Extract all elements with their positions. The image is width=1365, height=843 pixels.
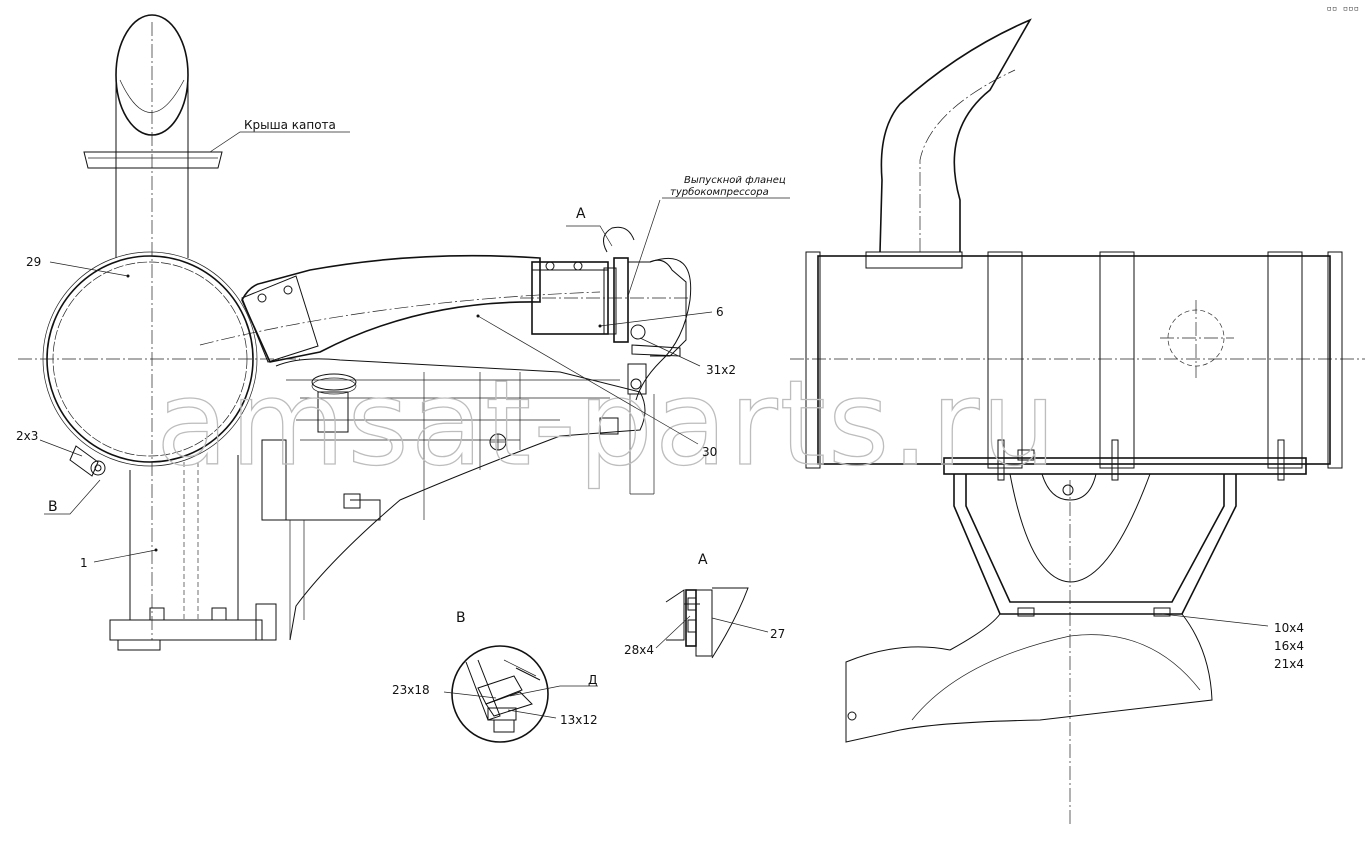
- label-31x2: 31х2: [706, 363, 736, 377]
- label-d: Д: [588, 673, 597, 687]
- label-28x4: 28х4: [624, 643, 654, 657]
- watermark-text: amsat-parts.ru: [156, 354, 1058, 492]
- label-view-a: А: [576, 206, 586, 222]
- label-flange-1: Выпускной фланец: [684, 175, 786, 186]
- right-view: [790, 18, 1365, 825]
- label-detail-b: В: [456, 610, 466, 626]
- label-10x4: 10х4: [1274, 621, 1304, 635]
- label-27: 27: [770, 627, 785, 641]
- pipe-outlet-oval: [115, 14, 189, 136]
- label-flange-2: турбокомпрессора: [670, 186, 769, 198]
- label-view-b: В: [48, 499, 58, 515]
- label-detail-a: А: [698, 552, 708, 568]
- side-exhaust-pipe: [879, 18, 1032, 253]
- label-roof: Крыша капота: [244, 118, 336, 132]
- hood-roof-plate: [83, 151, 223, 169]
- label-23x18: 23х18: [392, 683, 430, 697]
- detail-b: [451, 645, 549, 743]
- detail-a: [665, 587, 749, 659]
- part-labels: Крыша капота Выпускной фланец турбокомпр…: [16, 118, 1304, 727]
- label-29: 29: [26, 255, 41, 269]
- corner-marks: ▫▫ ▫▫▫: [1326, 4, 1359, 14]
- label-21x4: 21х4: [1274, 657, 1304, 671]
- left-view: [18, 14, 692, 651]
- inlet-pipe: [241, 254, 541, 363]
- label-6: 6: [716, 305, 724, 319]
- muffler-body: [46, 255, 254, 463]
- label-1: 1: [80, 556, 88, 570]
- label-2x3: 2х3: [16, 429, 38, 443]
- label-13x12: 13х12: [560, 713, 598, 727]
- label-16x4: 16х4: [1274, 639, 1304, 653]
- label-30: 30: [702, 445, 717, 459]
- side-muffler: [817, 255, 1331, 465]
- leader-lines: [39, 131, 1269, 719]
